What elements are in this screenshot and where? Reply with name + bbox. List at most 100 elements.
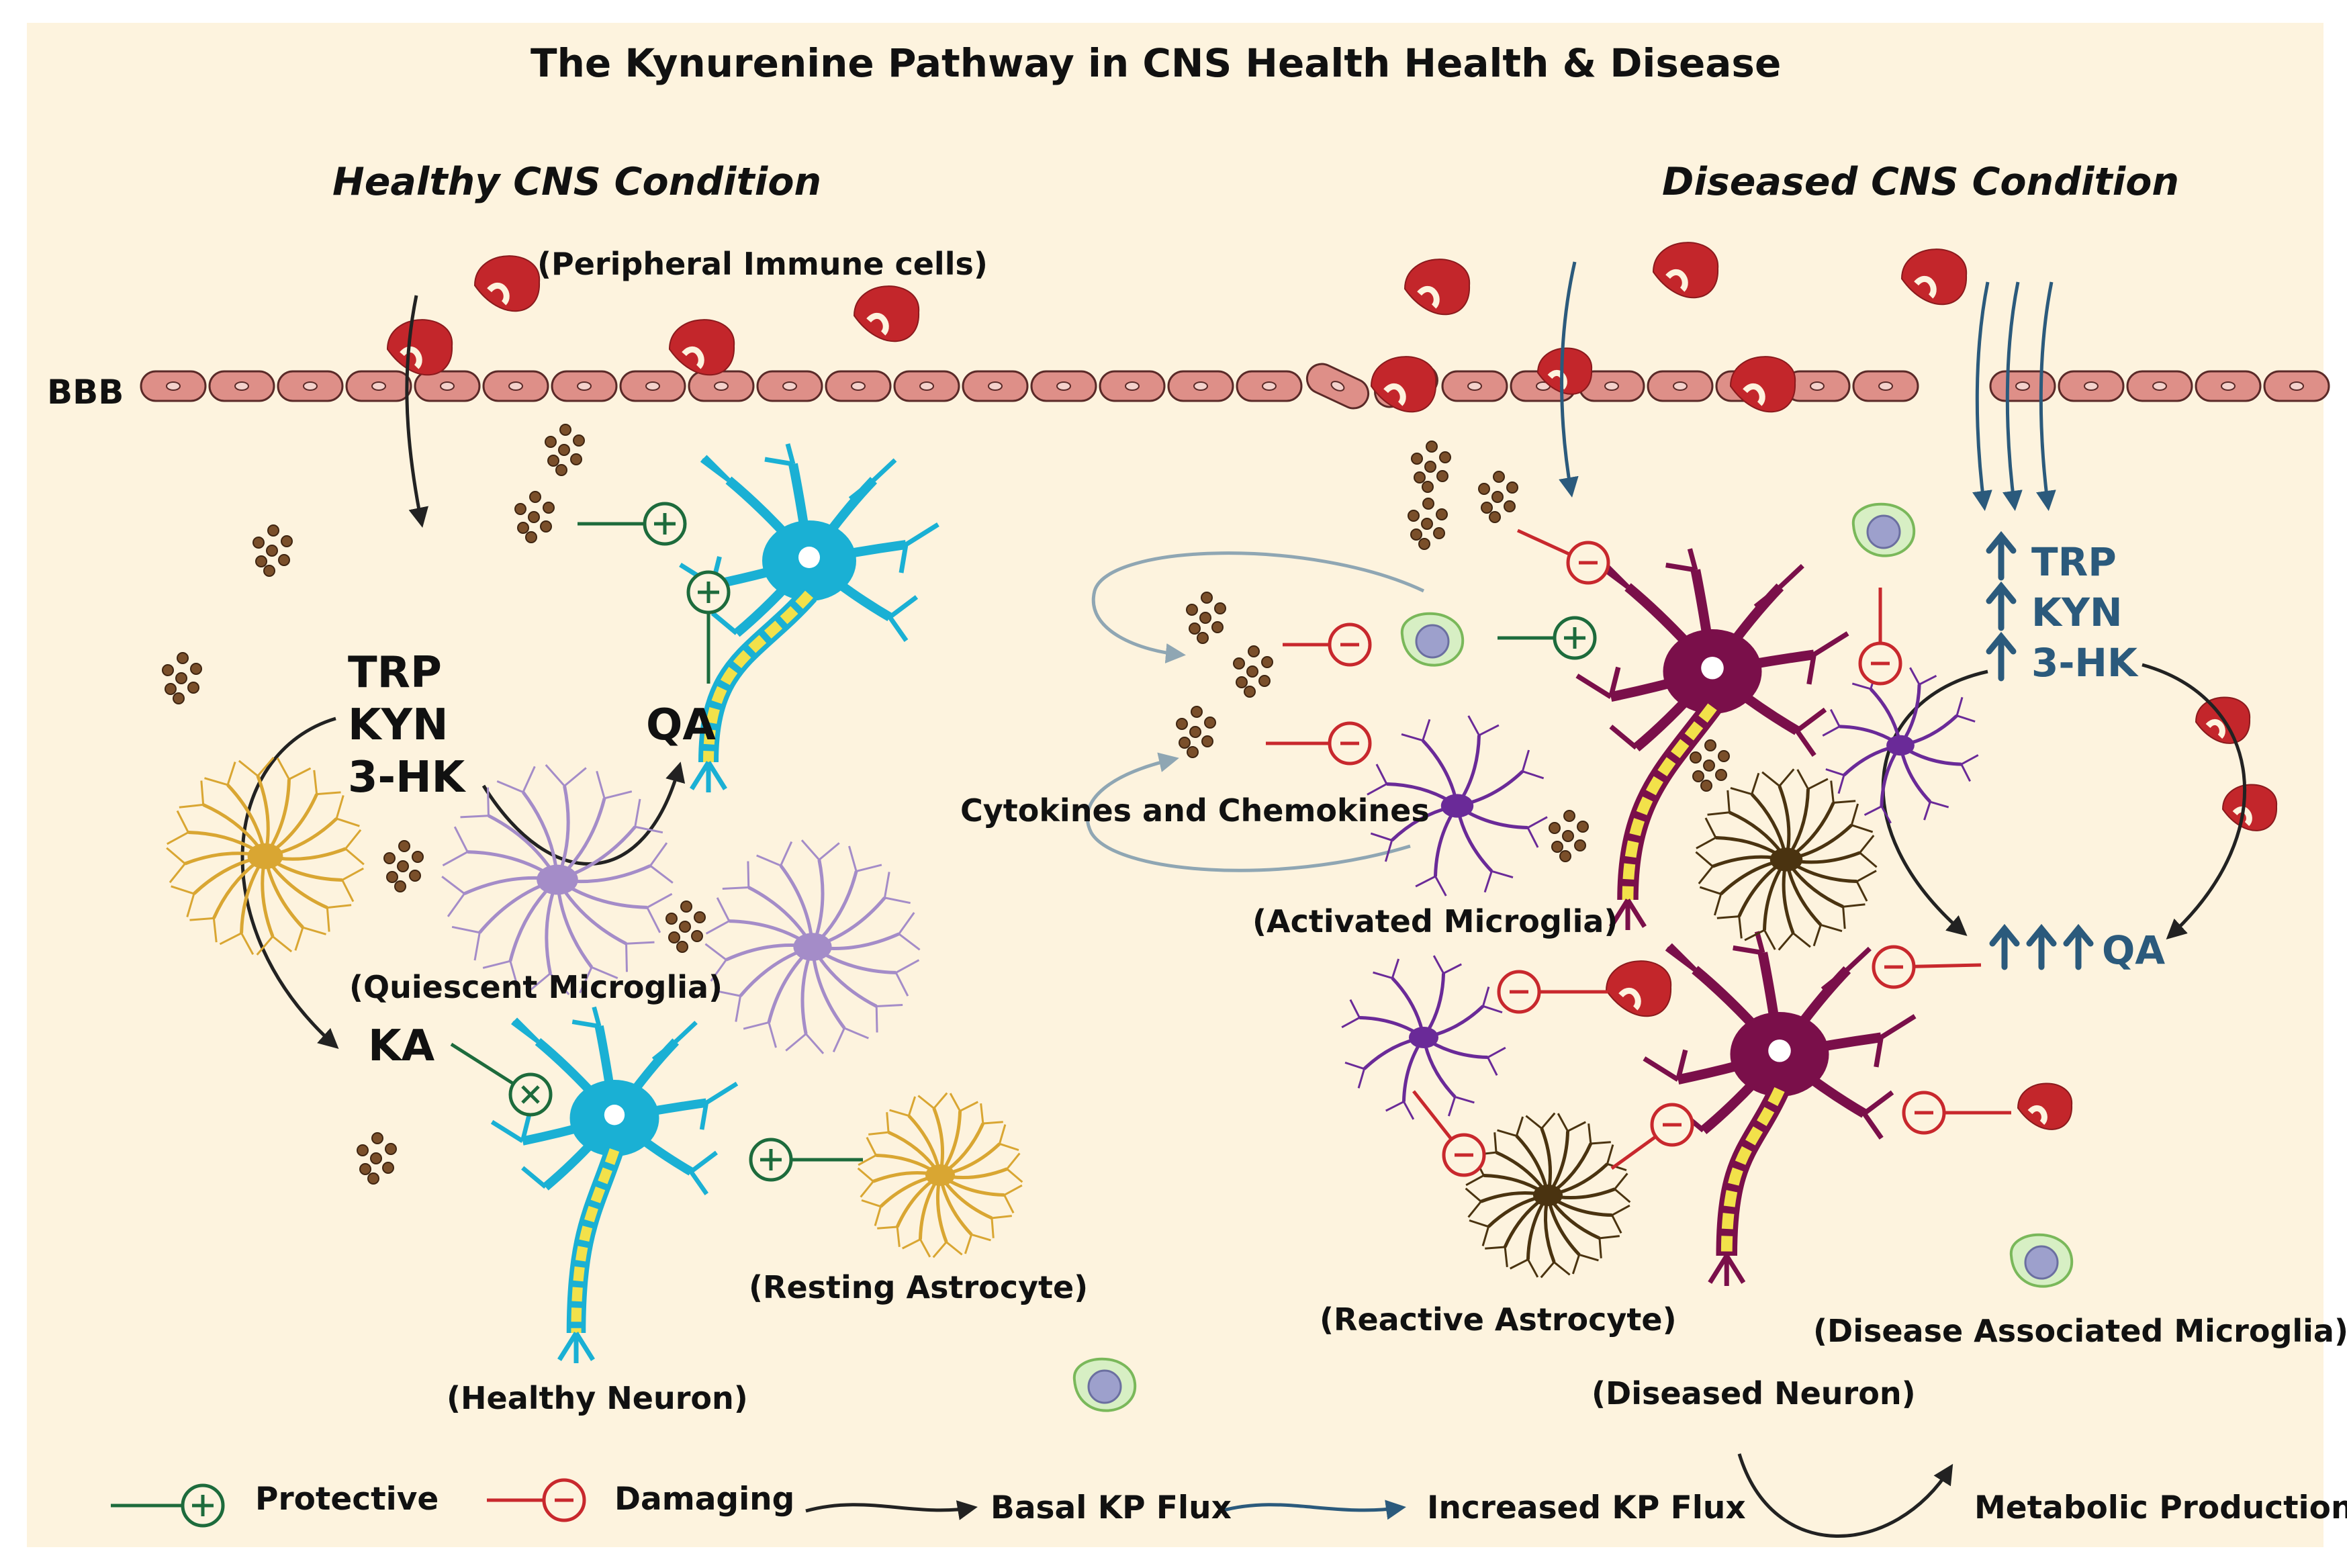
immune-cell [473,255,541,312]
bbb-endothelial-cell [1989,370,2056,402]
immune-cell [1370,356,1437,413]
activated-microglia-1 [1367,715,1548,896]
immune-cell [386,319,453,376]
astrocyte-to-neuron-protective [749,1138,863,1182]
bbb-endothelial-cell [1784,370,1851,402]
dendrite-branch [1821,946,1872,992]
dendrite-branch [1665,943,1697,972]
cytokine-cluster [545,424,585,476]
peripheral-immune-cells-label: (Peripheral Immune cells) [537,246,988,282]
dendrite-branch [710,610,760,635]
axon-terminal [557,1332,595,1363]
cycle-right-arc [2142,663,2246,940]
cytokine-to-neuron-damaging [1516,528,1610,585]
dendrite-branch [521,1165,567,1189]
bbb-endothelial-cell [1030,370,1097,402]
cytokine-cluster [1478,471,1518,523]
legend-increased-arrow [1220,1500,1406,1520]
bbb-endothelial-cell [140,370,207,402]
resting-astrocyte-1 [166,757,365,956]
immune-cell [1403,259,1471,316]
cytokine-cluster [357,1132,397,1185]
myelin [571,1148,620,1334]
healthy-3hk: 3-HK [348,753,465,802]
bbb-label: BBB [47,373,124,412]
nucleus [798,547,820,568]
qa-to-neuron-protective [686,570,731,684]
resting-astrocyte-label: (Resting Astrocyte) [749,1269,1089,1305]
cytokine-cluster [1411,441,1451,493]
dendrite-branch [689,1150,718,1195]
bbb-endothelial-cell [825,370,892,402]
up-arrow-qa-3 [2063,923,2094,970]
healthy-neuron-lower [490,1006,739,1363]
nucleus [1701,656,1724,680]
disease-associated-microglia-1 [1400,612,1465,667]
myelin [1622,703,1717,901]
healthy-kyn: KYN [348,700,449,750]
immune-cell [1900,248,1968,306]
resting-astrocyte-2 [857,1092,1023,1258]
activated-microglia-3 [1822,667,1979,824]
quiescent-microglia-label: (Quiescent Microglia) [349,969,723,1005]
bbb-entry-arrow [405,295,429,528]
disease-associated-microglia-2 [1851,502,1916,557]
bbb-endothelial-cell [551,370,618,402]
bbb-endothelial-cell [2263,370,2330,402]
dendrite-branch [1806,631,1849,685]
bbb-endothelial-cell [482,370,549,402]
cycle-left-arc [1881,670,1988,936]
myelin [703,590,813,763]
reactive-astrocyte-1 [1695,768,1878,951]
flux-arrow-1 [1972,281,1992,511]
up-arrow-3hk [1986,631,2017,682]
bbb-endothelial-cell [619,370,686,402]
cytokine-cluster [1176,706,1216,758]
bbb-endothelial-cell [208,370,275,402]
legend-graphics [111,1453,1953,1538]
astrocyte-to-neuron-damaging [1610,1103,1694,1170]
increase-indicators [1986,531,2094,970]
cytokine-feedback-loops [1085,551,1425,872]
legend-increased-label: Increased KP Flux [1427,1489,1746,1526]
legend-basal-arrow [805,1500,978,1520]
axon-terminal [1708,1254,1746,1286]
diseased-entry-arrow [1559,261,1579,498]
dendrite-branch [1643,1049,1688,1082]
legend-basal-label: Basal KP Flux [991,1489,1232,1526]
dendrite-branch [1665,548,1698,573]
cytokine-to-neuron-protective [578,502,687,546]
bbb-endothelial-cell [345,370,412,402]
cytokine-cluster [1233,645,1273,698]
myelin [1720,1087,1785,1256]
dendrite-branch [1609,723,1661,750]
glial-cells [166,502,2074,1412]
bbb-endothelial-cell [688,370,755,402]
dendrite-branch [764,443,796,467]
trp-to-ka-arrow [240,717,339,1049]
bbb-endothelial-cell [1167,370,1234,402]
cytokine-cluster [162,652,202,704]
quiescent-microglia-2 [704,839,921,1054]
diseased-3hk: 3-HK [2031,640,2137,686]
dendrite-branch [511,1017,540,1044]
dam-to-neuron-protective [1498,616,1597,660]
activated-microglia-2 [1341,955,1506,1120]
axon-terminal [690,761,727,792]
dendrite-branch [1753,563,1804,609]
dendrite-branch [1861,1090,1894,1140]
cytokine-to-microglia-damaging [1266,721,1372,766]
dendrite-branch [1733,931,1765,956]
diseased-neuron-label: (Diseased Neuron) [1592,1375,1916,1412]
axon-terminal [1609,898,1647,930]
healthy-section-title: Healthy CNS Condition [332,160,822,204]
nucleus [1768,1039,1791,1062]
healthy-ka: KA [368,1021,435,1071]
dendrite-branch [490,1113,532,1144]
bbb-endothelial-cell [1441,370,1508,402]
immune-cell [1652,242,1719,299]
ka-to-neuron-protective [450,1042,553,1117]
disease-associated-microglia-3 [2009,1233,2074,1288]
